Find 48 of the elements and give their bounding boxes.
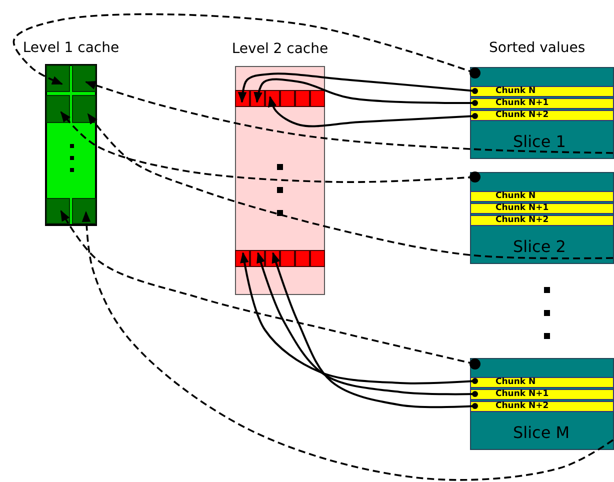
chunk-bar: [470, 214, 614, 226]
slice-label: Slice 1: [513, 132, 566, 151]
chunk-bar: [470, 202, 614, 214]
chunk-bar: [470, 190, 614, 202]
slice-box: [470, 172, 614, 264]
arrow: [60, 111, 480, 183]
cache-cell: [46, 95, 70, 123]
chunk-label: Chunk N+1: [496, 388, 549, 400]
arrow: [82, 210, 614, 481]
chunk-bar: [470, 400, 614, 412]
chunk-bar: [470, 98, 614, 108]
arrow: [254, 78, 478, 106]
column-heading: Level 1 cache: [22, 40, 120, 56]
cache-cell: [280, 90, 294, 106]
cache-cell: [72, 95, 96, 123]
cache-cell: [310, 90, 324, 106]
chunk-label: Chunk N+2: [496, 400, 549, 412]
chunk-bar: [470, 388, 614, 400]
chunk-label: Chunk N: [496, 86, 536, 96]
arrow: [238, 72, 478, 104]
cache-cell: [46, 65, 70, 92]
arrow: [13, 13, 480, 85]
slice-label: Slice M: [513, 423, 570, 442]
arrow: [268, 96, 478, 128]
chunk-label: Chunk N+1: [496, 98, 549, 108]
chunk-bar: [470, 376, 614, 388]
slice-box: [470, 358, 614, 450]
chunk-label: Chunk N: [496, 190, 536, 202]
cache-cell: [294, 250, 310, 266]
arrow: [60, 210, 480, 370]
cache-cell: [294, 90, 310, 106]
chunk-label: Chunk N: [496, 376, 536, 388]
cache-cell: [72, 65, 96, 92]
chunk-label: Chunk N+2: [496, 110, 549, 120]
chunk-bar: [470, 86, 614, 96]
cache-cell: [280, 250, 294, 266]
column-heading: Level 2 cache: [232, 41, 328, 57]
chunk-bar: [470, 110, 614, 120]
arrow: [84, 81, 614, 154]
arrow: [87, 113, 614, 260]
cache-cell: [72, 198, 96, 224]
column-heading: Sorted values: [489, 40, 586, 56]
chunk-label: Chunk N+2: [496, 214, 549, 226]
cache-cell: [46, 198, 70, 224]
cache-cell: [310, 250, 324, 266]
chunk-label: Chunk N+1: [496, 202, 549, 214]
slice-box: [470, 67, 614, 159]
slice-label: Slice 2: [513, 237, 566, 256]
